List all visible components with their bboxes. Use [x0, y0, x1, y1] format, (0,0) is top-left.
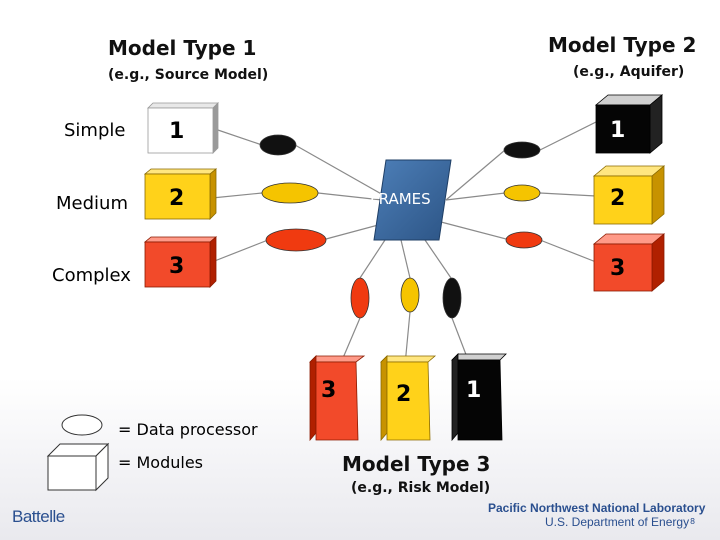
- legend-modules-text: = Modules: [118, 453, 204, 472]
- row-label-medium: Medium: [56, 193, 128, 214]
- processor-medium-bottom: [400, 277, 420, 313]
- legend-module-shape: [46, 442, 110, 492]
- processor-simple-bottom: [442, 277, 462, 319]
- legend-processor-text: = Data processor: [118, 420, 258, 439]
- row-label-simple: Simple: [64, 120, 126, 141]
- module-m3-simple: [451, 353, 507, 442]
- legend-processor-shape: [61, 414, 103, 436]
- page-number: 8: [690, 517, 696, 526]
- department-name: U.S. Department of Energy: [545, 515, 690, 529]
- lab-name: Pacific Northwest National Laboratory: [488, 501, 706, 515]
- m1-complex-label: 3: [169, 254, 185, 279]
- module-m3-complex: [309, 355, 366, 442]
- row-label-complex: Complex: [52, 265, 131, 286]
- processor-complex-left: [265, 228, 327, 252]
- m1-simple-label: 1: [169, 119, 185, 144]
- frames-label: FRAMES: [370, 190, 431, 208]
- processor-complex-right: [505, 231, 543, 249]
- model1-subtitle: (e.g., Source Model): [108, 67, 269, 83]
- module-m3-medium: [380, 355, 437, 442]
- module-m2-complex: [592, 233, 666, 292]
- module-m1-complex: [143, 236, 218, 288]
- m2-simple-label: 1: [610, 118, 626, 143]
- model3-subtitle: (e.g., Risk Model): [351, 480, 491, 496]
- module-m2-simple: [594, 94, 664, 154]
- m3-simple-label: 1: [466, 378, 482, 403]
- module-m2-medium: [592, 165, 666, 225]
- processor-simple-right: [503, 141, 541, 159]
- processor-medium-left: [261, 182, 319, 204]
- processor-complex-bottom: [350, 277, 370, 319]
- processor-medium-right: [503, 184, 541, 202]
- module-m1-simple: [147, 102, 219, 154]
- m3-medium-label: 2: [396, 382, 412, 407]
- model2-subtitle: (e.g., Aquifer): [573, 64, 685, 80]
- battelle-logo: Battelle: [12, 507, 65, 526]
- m3-complex-label: 3: [321, 378, 337, 403]
- m1-medium-label: 2: [169, 186, 185, 211]
- processor-simple-left: [259, 134, 297, 156]
- model3-title: Model Type 3: [342, 452, 491, 476]
- model1-title: Model Type 1: [108, 36, 257, 60]
- connector-lines: [211, 119, 601, 366]
- m2-medium-label: 2: [610, 186, 626, 211]
- module-m1-medium: [143, 168, 218, 220]
- frames-hub: [373, 159, 452, 241]
- m2-complex-label: 3: [610, 256, 626, 281]
- model2-title: Model Type 2: [548, 33, 697, 57]
